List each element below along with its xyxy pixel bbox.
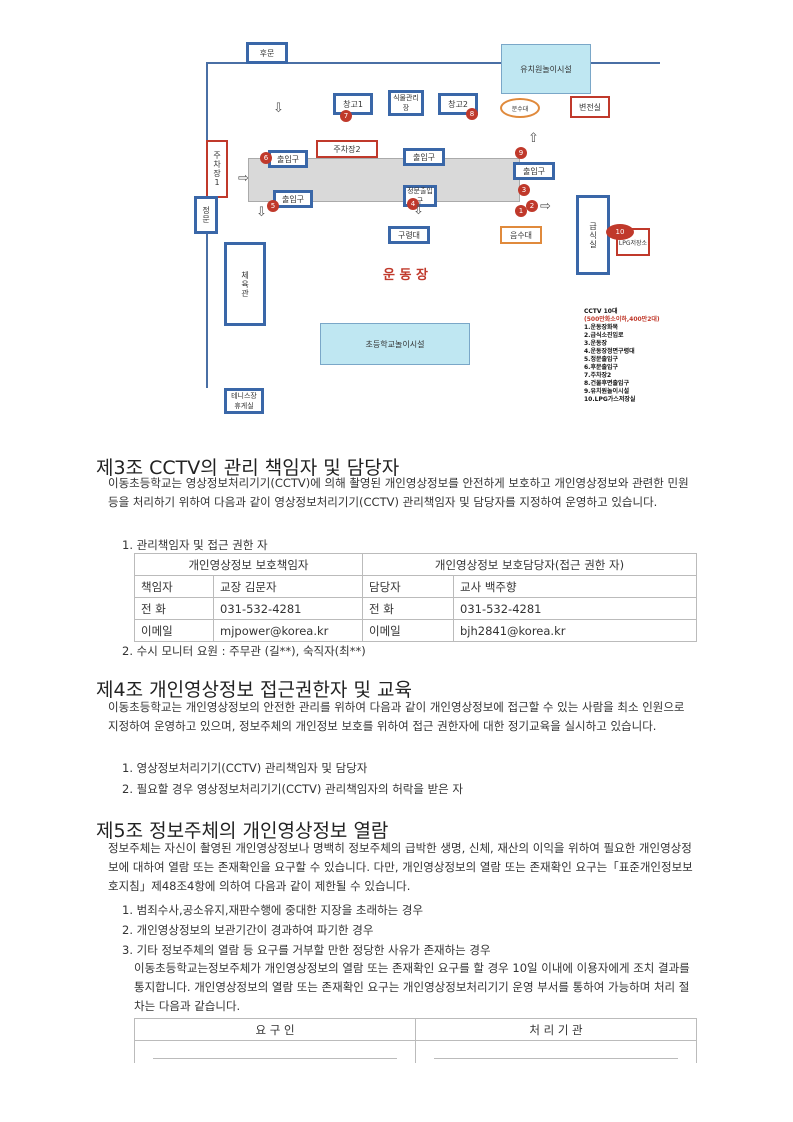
legend-item: 9.유치원놀이시설 [584,388,630,395]
legend-item: 3.운동장 [584,340,608,347]
legend-item: 4.운동장정면구령대 [584,348,635,355]
section-3-item-1: 1. 관리책임자 및 접근 권한 자 [122,538,268,552]
main-gate: 정문 [194,196,218,234]
table-cell: 담당자 [362,575,454,598]
entrance-label-1: 출입구 [268,150,308,168]
podium: 구령대 [388,226,430,244]
transformer-room: 변전실 [570,96,610,118]
legend-item: 2.급식소진입로 [584,332,624,339]
cctv-marker: 8 [466,108,478,120]
cafeteria: 급식실 [576,195,610,275]
cctv-marker: 5 [267,200,279,212]
cctv-marker: 7 [340,110,352,122]
cctv-legend: CCTV 10대 (500만화소이하,400만2대) 1.운동장화목 2.급식소… [584,308,665,404]
legend-title: CCTV 10대 [584,308,618,315]
table-cell: bjh2841@korea.kr [453,619,697,642]
section-5-title: 제5조 정보주체의 개인영상정보 열람 [96,820,389,842]
legend-subtitle: (500만화소이하,400만2대) [584,316,660,323]
arrow-down-icon: ⇩ [256,205,267,220]
table-cell: 이메일 [134,619,214,642]
section-5-sub-paragraph: 이동초등학교는정보주체가 개인영상정보의 열람 또는 존재확인 요구를 할 경우… [134,961,690,1013]
arrow-right-icon: ⇨ [540,199,551,214]
table-row: 전 화 031-532-4281 전 화 031-532-4281 [134,597,697,620]
legend-item: 1.운동장화목 [584,324,619,331]
arrow-down-icon: ⇩ [273,101,284,116]
entrance-label-4: 출입구 [273,190,313,208]
legend-item: 5.정문출입구 [584,356,619,363]
cctv-marker: 6 [260,152,272,164]
rear-gate: 후문 [246,42,288,64]
table-cell: 책임자 [134,575,214,598]
section-4-item-1: 1. 영상정보처리기기(CCTV) 관리책임자 및 담당자 [122,761,368,775]
table-cell: 전 화 [134,597,214,620]
procedure-cell [415,1040,697,1063]
table-cell: 031-532-4281 [453,597,697,620]
table-cell: 이메일 [362,619,454,642]
cctv-marker: 4 [407,198,419,210]
arrow-right-icon: ⇨ [238,171,249,186]
gymnasium: 체육관 [224,242,266,326]
cctv-site-map: 후문 유치원놀이시설 창고1 식물관리장 창고2 분수대 변전실 주차장1 주차… [188,40,665,425]
legend-item: 7.주차장2 [584,372,612,379]
parking-2: 주차장2 [316,140,378,158]
section-3-item-2: 2. 수시 모니터 요원 : 주무관 (길**), 숙직자(최**) [122,644,366,658]
section-4-item-2: 2. 필요할 경우 영상정보처리기기(CCTV) 관리책임자의 허락을 받은 자 [122,782,463,796]
section-5-item-3: 3. 기타 정보주체의 열람 등 요구를 거부할 만한 정당한 사유가 존재하는… [122,943,491,957]
fountain: 음수대 [500,226,542,244]
table-row: 책임자 교장 김문자 담당자 교사 백주향 [134,575,697,598]
legend-item: 6.후문출입구 [584,364,619,371]
legend-item: 10.LPG가스저장실 [584,396,636,403]
table-cell: 교장 김문자 [213,575,363,598]
procedure-header-processor: 처 리 기 관 [415,1018,697,1041]
procedure-header-requester: 요 구 인 [134,1018,416,1041]
cctv-marker: 2 [526,200,538,212]
elementary-playground: 초등학교놀이시설 [320,323,470,365]
procedure-cell [134,1040,416,1063]
table-cell: 전 화 [362,597,454,620]
table-cell: mjpower@korea.kr [213,619,363,642]
section-5-item-2: 2. 개인영상정보의 보관기간이 경과하여 파기한 경우 [122,923,374,937]
parking-1: 주차장1 [206,140,228,198]
cctv-marker: 10 [606,224,634,240]
section-4-title: 제4조 개인영상정보 접근권한자 및 교육 [96,679,412,701]
table-header-right: 개인영상정보 보호담당자(접근 권한 자) [362,553,697,576]
cctv-marker: 9 [515,147,527,159]
table-cell: 교사 백주향 [453,575,697,598]
pond: 분수대 [500,98,540,118]
arrow-down-icon: ⇩ [413,203,424,218]
responsibility-table: 개인영상정보 보호책임자 개인영상정보 보호담당자(접근 권한 자) 책임자 교… [134,553,697,642]
legend-item: 8.건물후면출입구 [584,380,630,387]
procedure-table: 요 구 인 처 리 기 관 [134,1018,697,1063]
entrance-label-3: 출입구 [513,162,555,180]
section-5-item-1: 1. 범죄수사,공소유지,재판수행에 중대한 지장을 초래하는 경우 [122,903,424,917]
food-store: 식물관리장 [388,90,424,116]
section-3-title: 제3조 CCTV의 관리 책임자 및 담당자 [96,457,400,479]
cctv-marker: 3 [518,184,530,196]
arrow-up-icon: ⇧ [528,131,539,146]
kinder-playground: 유치원놀이시설 [501,44,591,94]
storage-1: 창고1 [333,93,373,115]
cctv-marker: 1 [515,205,527,217]
section-5-paragraph: 정보주체는 자신이 촬영된 개인영상정보나 명백히 정보주체의 급박한 생명, … [108,841,693,893]
section-3-paragraph: 이동초등학교는 영상정보처리기기(CCTV)에 의해 촬영된 개인영상정보를 안… [108,476,689,509]
table-row: 이메일 mjpower@korea.kr 이메일 bjh2841@korea.k… [134,619,697,642]
section-4-paragraph: 이동초등학교는 개인영상정보의 안전한 관리를 위하여 다음과 같이 개인영상정… [108,700,685,733]
tennis-lounge: 테니스장 휴게실 [224,388,264,414]
table-header-left: 개인영상정보 보호책임자 [134,553,363,576]
playground-field-label: 운 동 장 [383,268,428,283]
entrance-label-2: 출입구 [403,148,445,166]
table-cell: 031-532-4281 [213,597,363,620]
